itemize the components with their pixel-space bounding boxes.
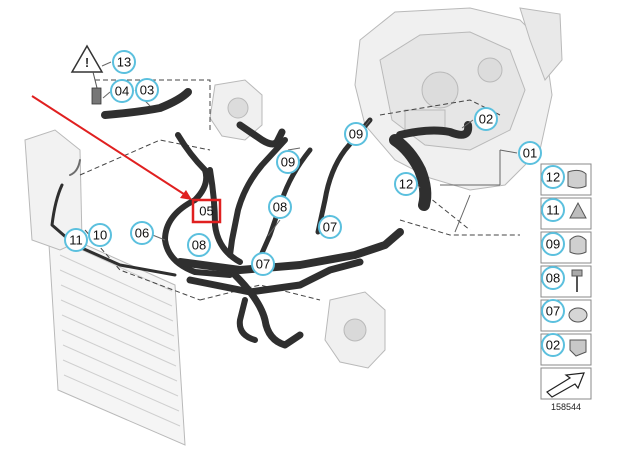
legend-item-12: 12 — [540, 163, 592, 196]
svg-text:07: 07 — [256, 257, 270, 272]
svg-text:11: 11 — [69, 233, 83, 248]
auxiliary-pump — [324, 291, 386, 369]
highlight-box — [191, 198, 222, 224]
callout-03: 03 — [135, 78, 159, 102]
callout-08-upper: 08 — [268, 195, 292, 219]
callout-06: 06 — [130, 221, 154, 245]
callout-10: 10 — [88, 223, 112, 247]
svg-text:09: 09 — [281, 155, 295, 170]
callout-08-lower: 08 — [187, 233, 211, 257]
callout-12: 12 — [394, 172, 418, 196]
svg-text:08: 08 — [192, 238, 206, 253]
svg-text:03: 03 — [140, 83, 154, 98]
callout-04: 04 — [110, 79, 134, 103]
svg-text:02: 02 — [479, 112, 493, 127]
svg-text:04: 04 — [115, 84, 129, 99]
callout-09-right: 09 — [344, 122, 368, 146]
svg-text:07: 07 — [546, 304, 560, 319]
callout-09-left: 09 — [276, 150, 300, 174]
coolant-hoses — [50, 88, 473, 349]
svg-text:01: 01 — [523, 146, 537, 161]
svg-text:02: 02 — [546, 338, 560, 353]
drawing-number: 158544 — [551, 402, 581, 412]
svg-text:08: 08 — [546, 271, 560, 286]
svg-text:09: 09 — [546, 237, 560, 252]
legend-item-08: 08 — [540, 265, 592, 298]
legend-item-11: 11 — [540, 197, 592, 230]
svg-text:08: 08 — [273, 200, 287, 215]
parts-legend: 12 11 09 08 07 — [540, 163, 592, 412]
callout-01: 01 — [518, 141, 542, 165]
legend-item-09: 09 — [540, 231, 592, 264]
highlight-pointer: 05 — [31, 95, 222, 224]
callout-07-lower: 07 — [251, 252, 275, 276]
svg-text:12: 12 — [399, 177, 413, 192]
direction-arrow-icon — [540, 367, 592, 400]
highlight-label: 05 — [199, 204, 213, 219]
svg-text:13: 13 — [117, 55, 131, 70]
legend-item-02: 02 — [540, 333, 592, 366]
callout-13: 13 — [112, 50, 136, 74]
warning-triangle-icon: ! — [70, 44, 104, 105]
svg-text:!: ! — [85, 55, 89, 70]
callout-02: 02 — [474, 107, 498, 131]
svg-text:07: 07 — [323, 220, 337, 235]
radiator — [24, 129, 186, 446]
thermostat-housing — [209, 79, 263, 141]
svg-text:06: 06 — [135, 226, 149, 241]
legend-item-07: 07 — [540, 299, 592, 332]
svg-text:12: 12 — [546, 170, 560, 185]
callouts: 13 04 03 02 01 09 09 12 08 07 06 08 07 1… — [64, 50, 542, 276]
callout-11: 11 — [64, 228, 88, 252]
svg-text:11: 11 — [546, 203, 560, 218]
callout-07-upper: 07 — [318, 215, 342, 239]
svg-text:09: 09 — [349, 127, 363, 142]
svg-text:10: 10 — [93, 228, 107, 243]
